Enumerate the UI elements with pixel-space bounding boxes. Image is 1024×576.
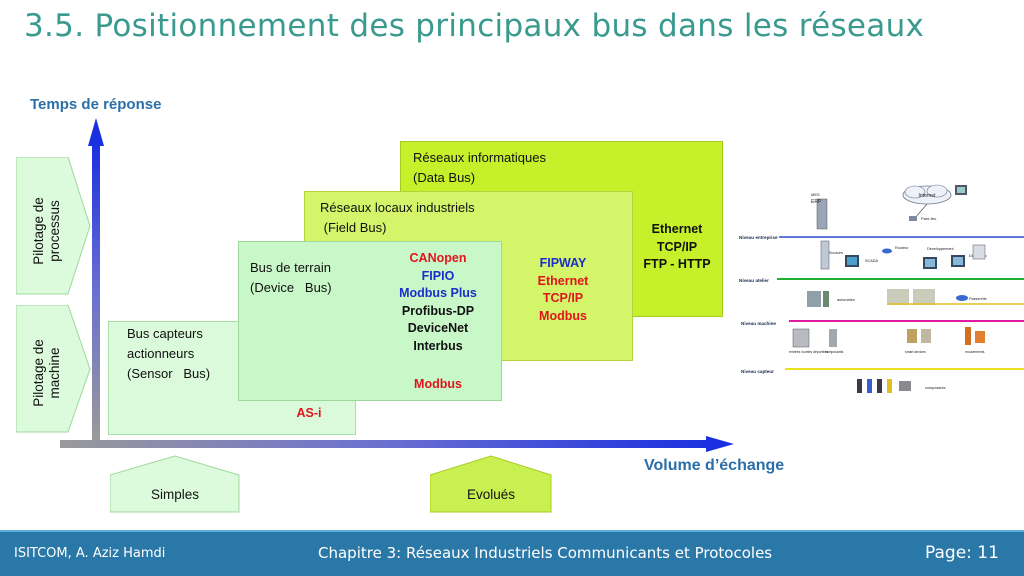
internet-text: Internet xyxy=(919,193,937,199)
bottom-label-evolved-text: Evolués xyxy=(466,487,516,502)
footer-chapter: Chapitre 3: Réseaux Industriels Communic… xyxy=(318,544,773,562)
ethernet-label: Ethernet xyxy=(651,222,703,236)
fipway-tcpip-label: TCP/IP xyxy=(542,291,584,305)
svg-text:SCADA: SCADA xyxy=(865,259,879,263)
pc-icon-2 xyxy=(972,244,986,260)
device-modbus-label: Modbus xyxy=(414,377,462,391)
scada-icon: SCADA xyxy=(845,255,879,267)
modbus-plus-label: Modbus Plus xyxy=(399,286,477,300)
svg-text:composants: composants xyxy=(825,350,844,354)
workstation-icon xyxy=(955,185,967,195)
device-bus-box: Bus de terrain (Device Bus) CANopen FIPI… xyxy=(238,241,502,401)
svg-text:ERP: ERP xyxy=(811,199,822,205)
side-label-process-line2: processus xyxy=(47,200,62,262)
asi-label: AS-i xyxy=(296,406,322,420)
bottom-label-simple-text: Simples xyxy=(150,487,199,502)
sensor-bus-line1: Bus capteurs xyxy=(127,326,203,341)
fipio-label: FIPIO xyxy=(421,268,455,283)
side-label-machine: Pilotage de machine xyxy=(16,305,92,433)
network-levels-diagram: Internet Pare-feu MES ERP Niveau entrepr… xyxy=(739,184,1024,393)
svg-text:entrées /sorties déportées: entrées /sorties déportées xyxy=(789,350,829,354)
svg-text:Routeur: Routeur xyxy=(895,246,909,250)
svg-text:smart devices: smart devices xyxy=(905,350,926,354)
firewall-icon: Pare-feu xyxy=(909,216,936,221)
interbus-label: Interbus xyxy=(413,338,463,353)
svg-text:Pare-feu: Pare-feu xyxy=(921,216,936,221)
y-axis-arrow xyxy=(88,118,104,440)
sensor-bus-line2: actionneurs xyxy=(127,346,195,361)
data-bus-line1: Réseaux informatiques xyxy=(413,150,546,165)
internet-cloud-icon: Internet xyxy=(902,184,952,205)
field-bus-line1: Réseaux locaux industriels xyxy=(320,200,475,215)
ftp-http-label: FTP - HTTP xyxy=(643,257,711,271)
svg-text:Développement: Développement xyxy=(927,247,955,251)
router-icon: Routeur xyxy=(882,246,909,254)
side-label-process: Pilotage de processus xyxy=(16,157,92,295)
slide-title: 3.5. Positionnement des principaux bus d… xyxy=(24,8,925,44)
smart-devices-icon: smart devices xyxy=(905,329,931,354)
motion-icon: mouvements xyxy=(965,327,985,354)
mes-erp-icon: MES ERP xyxy=(811,192,828,230)
devicenet-label: DeviceNet xyxy=(407,321,469,335)
canopen-label: CANopen xyxy=(409,251,467,265)
gateway-icon: Passerelle xyxy=(956,295,987,301)
x-axis-arrow xyxy=(60,436,734,452)
svg-text:Passerelle: Passerelle xyxy=(969,297,987,301)
fipway-ethernet-label: Ethernet xyxy=(537,273,589,288)
svg-text:MES: MES xyxy=(811,192,820,197)
device-bus-line1: Bus de terrain xyxy=(250,260,331,275)
x-axis-label: Volume d’échange xyxy=(644,457,785,474)
fipway-label: FIPWAY xyxy=(539,256,587,270)
device-bus-line2: (Device Bus) xyxy=(250,280,332,295)
y-axis-label: Temps de réponse xyxy=(30,96,162,113)
sources-icon: Sources xyxy=(820,240,843,270)
svg-text:composants: composants xyxy=(925,386,946,390)
field-bus-line2: (Field Bus) xyxy=(320,220,387,235)
data-bus-line2: (Data Bus) xyxy=(413,170,476,185)
level-enterprise: Niveau entreprise xyxy=(739,235,778,240)
svg-text:automates: automates xyxy=(837,298,855,302)
side-label-machine-line1: Pilotage de xyxy=(31,339,46,407)
bottom-label-simple: Simples xyxy=(110,455,240,513)
tcpip-label: TCP/IP xyxy=(656,239,698,254)
footer-accent-line xyxy=(0,530,1024,533)
footer-bar: ISITCOM, A. Aziz Hamdi Chapitre 3: Résea… xyxy=(0,532,1024,576)
sensor-bus-line3: (Sensor Bus) xyxy=(127,366,211,381)
plc-icons: automates xyxy=(807,289,935,307)
side-label-process-line1: Pilotage de xyxy=(31,197,46,265)
level-sensor: Niveau capteur xyxy=(741,369,774,374)
svg-text:mouvements: mouvements xyxy=(965,350,985,354)
sensor-icons: composants xyxy=(857,379,946,393)
level-machine: Niveau machine xyxy=(741,321,776,326)
remote-io-icon: entrées /sorties déportées xyxy=(789,328,829,354)
footer-page-number: Page: 11 xyxy=(925,543,999,563)
fipway-modbus-label: Modbus xyxy=(539,308,587,323)
footer-author: ISITCOM, A. Aziz Hamdi xyxy=(14,546,166,561)
level-workshop: Niveau atelier xyxy=(739,278,769,283)
profibus-label: Profibus-DP xyxy=(401,303,475,318)
svg-text:Sources: Sources xyxy=(829,251,843,255)
bottom-label-evolved: Evolués xyxy=(430,455,552,513)
components-icon: composants xyxy=(825,329,844,354)
development-icon: Développement xyxy=(923,247,955,269)
side-label-machine-line2: machine xyxy=(47,347,62,399)
